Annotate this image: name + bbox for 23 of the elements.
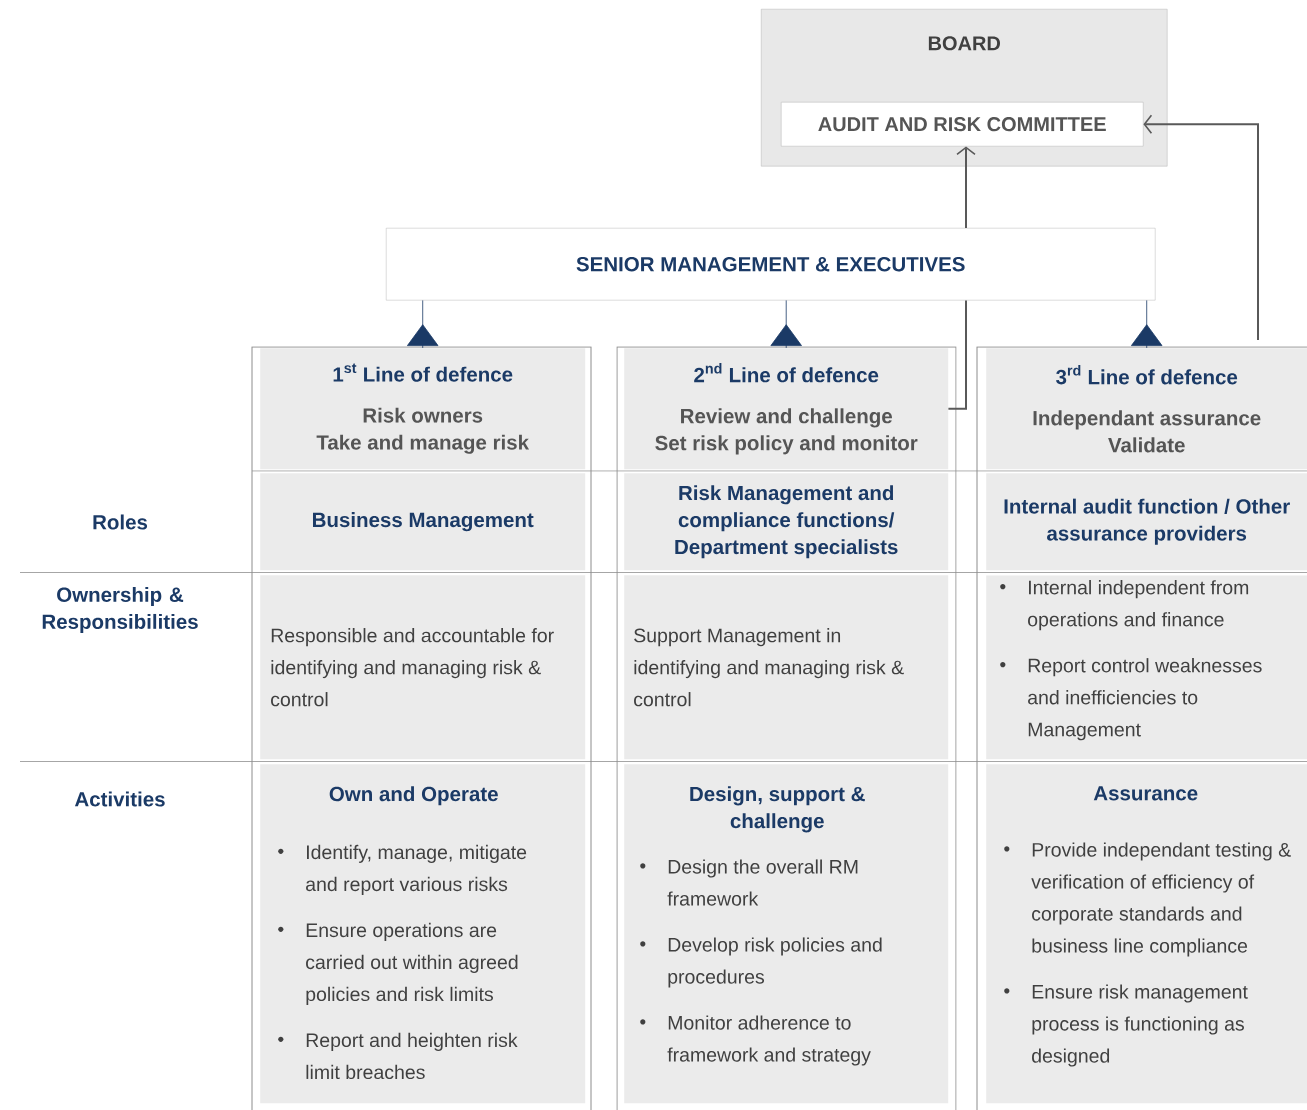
triangle-arrow [770,300,802,349]
role-cell: Internal audit function / Other assurance providers [986,473,1307,571]
column-header: $\text{1}^{\text{st}}\text{ Line of defence}$ Risk owners Take and manage risk [260,348,586,470]
activity-cell: Own and Operate Identify, manage, mitigate and report various risks Ensure operations are carried out within agreed policies and risk limits Report and heighten risk limit breaches [260,764,586,1104]
role-cell: Risk Management and compliance functions/ Department specialists [624,473,949,571]
row-label: Roles [93,514,148,530]
row-label: Activities [74,791,165,807]
management-box: SENIOR MANAGEMENT & EXECUTIVES [386,228,1156,301]
text-cell: Support Management in identifying and managing risk & control [624,575,949,760]
connector-arrow [1143,114,1259,341]
activity-cell: Design, support & challenge Design the overall RM framework Develop risk policies and procedures Monitor adherence to framework and strategy [624,764,949,1104]
text-cell: Responsible and accountable for identifying and managing risk & control [260,575,586,760]
triangle-arrow [1131,300,1163,349]
connector-arrow [956,146,976,229]
committee-box: AUDIT AND RISK COMMITTEE [781,102,1144,147]
activity-cell: Assurance Provide independant testing & verification of efficiency of corporate standards and business line compliance Ensure risk management process is functioning as designed [986,764,1307,1104]
role-cell: Business Management [260,473,586,571]
connector-line [947,299,967,410]
column-header: $\text{3}^{\text{rd}}\text{ Line of defence}$ Independant assurance Validate [986,348,1307,470]
column-header: $\text{2}^{\text{nd}}\text{ Line of defence}$ Review and challenge Set risk policy and monitor [624,348,949,470]
row-label: Ownership & Responsibilities [42,586,198,634]
bullet-list-cell: Internal independent from operations and finance Report control weaknesses and inefficiencies to Management [986,575,1307,760]
triangle-arrow [407,300,439,349]
